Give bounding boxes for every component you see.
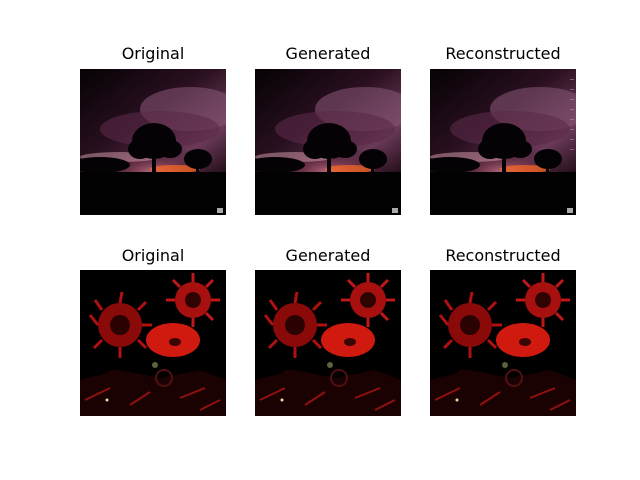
panel-title-r1c2: Generated (285, 44, 371, 63)
panel-title-r2c3: Reconstructed (445, 246, 561, 265)
red-flowers-original-image (80, 270, 226, 416)
red-flowers-generated-image (255, 270, 401, 416)
sunset-tree-reconstructed-image (430, 69, 576, 215)
red-flowers-reconstructed-image (430, 270, 576, 416)
panel-title-r2c1: Original (121, 246, 185, 265)
sunset-tree-original-image (80, 69, 226, 215)
sunset-tree-generated-image (255, 69, 401, 215)
panel-title-r2c2: Generated (285, 246, 371, 265)
panel-title-r1c1: Original (121, 44, 185, 63)
panel-title-r1c3: Reconstructed (445, 44, 561, 63)
